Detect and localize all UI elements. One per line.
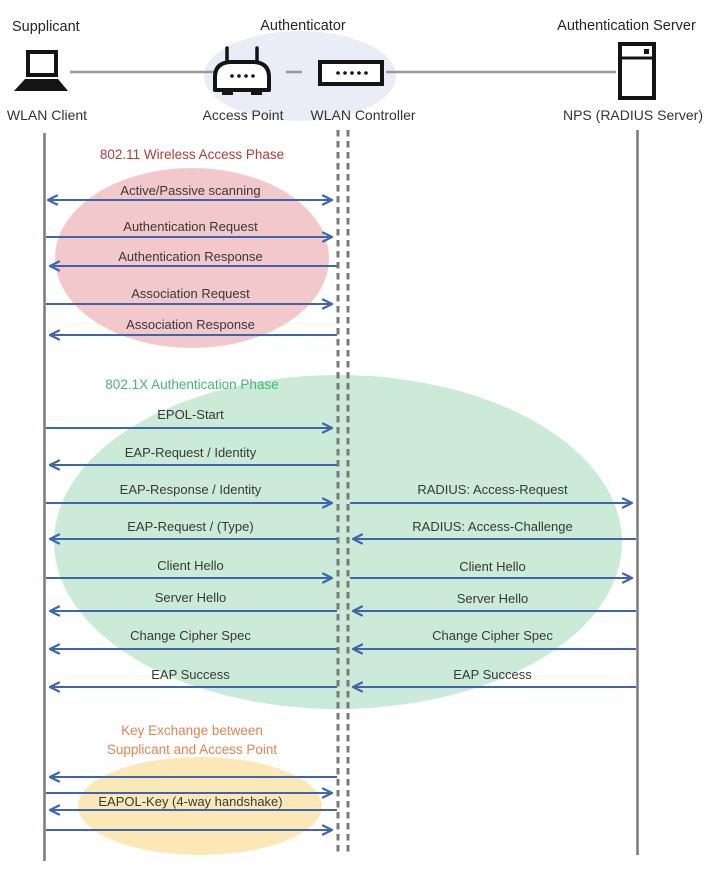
message-label: Server Hello [154,590,227,605]
message-label: RADIUS: Access-Challenge [412,519,573,534]
message-label: EAP-Response / Identity [119,482,262,497]
message-label: EPOL-Start [157,407,224,422]
switch-icon [318,60,384,86]
message-label: Association Request [131,286,250,301]
access-point-label: Access Point [202,107,284,123]
lifelines [43,130,639,861]
authenticator-role-label: Authenticator [260,18,346,34]
message-label: Change Cipher Spec [130,628,251,643]
message-label: Client Hello [157,558,224,573]
message-label: Authentication Request [123,219,258,234]
laptop-icon [14,50,68,91]
message-label: EAPOL-Key (4-way handshake) [98,794,283,809]
nps-radius-server-label: NPS (RADIUS Server) [562,107,704,123]
message-label: RADIUS: Access-Request [417,482,568,497]
message-label: EAP-Request / (Type) [127,519,254,534]
message-arrows [46,200,636,830]
message-label: Server Hello [456,591,529,606]
phase1-title: 802.11 Wireless Access Phase [99,147,285,162]
phase3-title-line1: Key Exchange between [121,723,263,738]
wlan-client-label: WLAN Client [6,107,88,123]
message-label: Association Response [126,317,255,332]
message-label: Active/Passive scanning [120,183,261,198]
server-icon [618,42,656,100]
supplicant-role-label: Supplicant [12,19,80,35]
authenticator-group-ellipse [204,31,396,121]
message-label: EAP-Request / Identity [124,445,257,460]
wireless-router-icon [213,46,271,95]
message-label: Authentication Response [118,249,263,264]
message-label: Client Hello [459,559,526,574]
auth-server-role-label: Authentication Server [557,18,696,34]
wlan-controller-label: WLAN Controller [310,107,416,123]
message-label: Change Cipher Spec [432,628,553,643]
phase3-title-line2: Supplicant and Access Point [106,742,278,757]
message-label: EAP Success [151,667,230,682]
phase2-title: 802.1X Authentication Phase [105,377,279,392]
message-label: EAP Success [453,667,532,682]
